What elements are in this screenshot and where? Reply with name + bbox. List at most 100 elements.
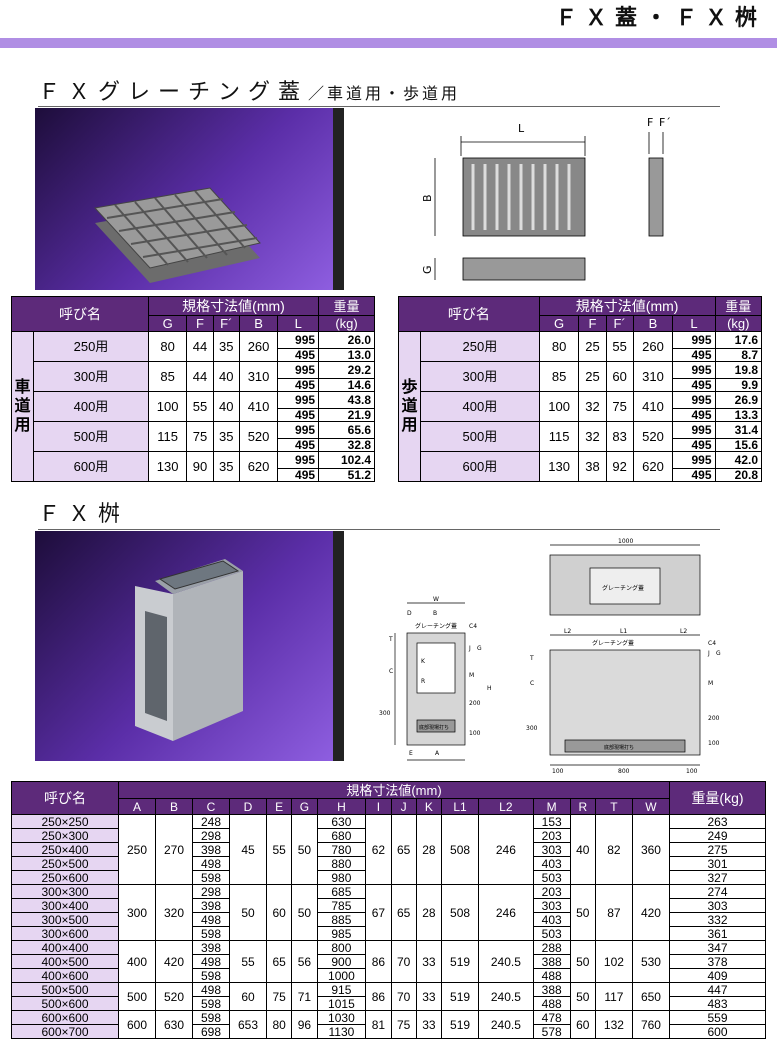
- t2-h-spec: 規格寸法値(mm): [538, 296, 716, 316]
- d3-300: 300: [526, 725, 538, 732]
- grating-diagram: L B G F F´: [421, 116, 671, 281]
- t2-group-char: 道: [401, 397, 418, 415]
- t3-cell-L2: 240.5: [478, 982, 534, 1011]
- t1-h-spec: 規格寸法値(mm): [147, 296, 320, 316]
- d3-C: C: [530, 680, 534, 687]
- t3-cell-L1: 508: [441, 814, 480, 885]
- t1-cell-Fp: 40: [212, 391, 240, 422]
- t3-cell-M: 388: [532, 954, 571, 969]
- t3-cell-M: 153: [532, 814, 571, 829]
- d3-100b: 100: [686, 768, 698, 775]
- t1-cell-kg: 26.0: [318, 331, 375, 349]
- section1-rule: [38, 106, 720, 107]
- t2-cell-kg: 42.0: [714, 451, 763, 469]
- t1-cell-B: 410: [238, 391, 279, 422]
- d2-base: 底部現場打ち: [419, 724, 449, 731]
- t3-cell-kg: 361: [669, 926, 766, 941]
- section1-title: ＦＸグレーチング蓋／車道用・歩道用: [38, 74, 460, 106]
- d2-D: D: [407, 610, 412, 617]
- t3-cell-H: 885: [316, 912, 367, 927]
- t1-cell-L: 995: [277, 421, 320, 439]
- t1-row-name: 500用: [33, 421, 149, 452]
- t3-cell-C: 598: [192, 968, 230, 983]
- t1-col-F: F: [186, 315, 214, 332]
- t3-cell-T: 132: [594, 1010, 633, 1039]
- t3-cell-M: 478: [532, 1010, 571, 1025]
- d2-H: H: [487, 685, 492, 692]
- t3-row-name: 250×400: [11, 842, 119, 857]
- t2-cell-kg: 20.8: [714, 468, 763, 482]
- t3-col-W: W: [631, 798, 671, 815]
- t3-cell-L2: 240.5: [478, 1010, 534, 1039]
- t3-cell-H: 685: [316, 884, 367, 899]
- t3-cell-M: 403: [532, 912, 571, 927]
- t3-cell-M: 303: [532, 898, 571, 913]
- t3-cell-L1: 519: [441, 982, 480, 1011]
- t1-cell-Fp: 40: [212, 361, 240, 392]
- t3-cell-M: 488: [532, 996, 571, 1011]
- t3-cell-H: 780: [316, 842, 367, 857]
- d2-T: T: [388, 636, 393, 643]
- d3-1000: 1000: [618, 538, 633, 545]
- t3-cell-E: 65: [265, 940, 293, 983]
- t1-cell-G: 85: [147, 361, 188, 392]
- photo-strip: [333, 108, 344, 290]
- t1-col-Fp: F´: [212, 315, 240, 332]
- t3-cell-M: 503: [532, 926, 571, 941]
- t2-col-Fp: F´: [605, 315, 634, 332]
- t3-cell-L2: 240.5: [478, 940, 534, 983]
- d2-R: R: [421, 678, 425, 685]
- t3-cell-R: 60: [569, 1010, 596, 1039]
- t2-cell-kg: 15.6: [714, 438, 763, 452]
- t3-col-E: E: [265, 798, 293, 815]
- t2-cell-kg: 9.9: [714, 378, 763, 392]
- t3-row-name: 600×600: [11, 1010, 119, 1025]
- d2-100: 100: [469, 730, 481, 737]
- d2-A: A: [435, 750, 440, 757]
- t2-row-name: 300用: [420, 361, 540, 392]
- t3-cell-C: 598: [192, 1010, 230, 1025]
- t3-cell-J: 70: [390, 982, 417, 1011]
- d2-B: B: [433, 610, 437, 617]
- t2-cell-B: 520: [632, 421, 674, 452]
- t2-cell-Fp: 83: [605, 421, 634, 452]
- t3-col-I: I: [365, 798, 392, 815]
- t3-cell-H: 800: [316, 940, 367, 955]
- t1-cell-B: 620: [238, 451, 279, 482]
- t1-cell-kg: 21.9: [318, 408, 375, 422]
- d2-C: C: [389, 668, 393, 675]
- t3-cell-L1: 519: [441, 940, 480, 983]
- t3-cell-A: 400: [118, 940, 156, 983]
- t3-cell-H: 1030: [316, 1010, 367, 1025]
- t3-cell-M: 503: [532, 870, 571, 885]
- t2-cell-G: 130: [538, 451, 580, 482]
- d3-L2b: L2: [680, 628, 687, 635]
- t3-h-name: 呼び名: [11, 781, 119, 815]
- t3-cell-C: 598: [192, 926, 230, 941]
- t3-cell-B: 520: [155, 982, 193, 1011]
- t2-cell-B: 620: [632, 451, 674, 482]
- section2-title: ＦＸ桝: [38, 502, 129, 527]
- t2-group-char: 用: [401, 417, 418, 435]
- t3-cell-J: 65: [390, 884, 417, 941]
- t2-cell-G: 85: [538, 361, 580, 392]
- dim-F: F: [647, 116, 653, 129]
- t3-cell-kg: 263: [669, 814, 766, 829]
- t3-cell-K: 33: [415, 1010, 443, 1039]
- t3-col-B: B: [155, 798, 193, 815]
- t2-cell-L: 495: [672, 408, 716, 422]
- t3-cell-R: 50: [569, 940, 596, 983]
- t2-cell-Fp: 60: [605, 361, 634, 392]
- t1-cell-B: 260: [238, 331, 279, 362]
